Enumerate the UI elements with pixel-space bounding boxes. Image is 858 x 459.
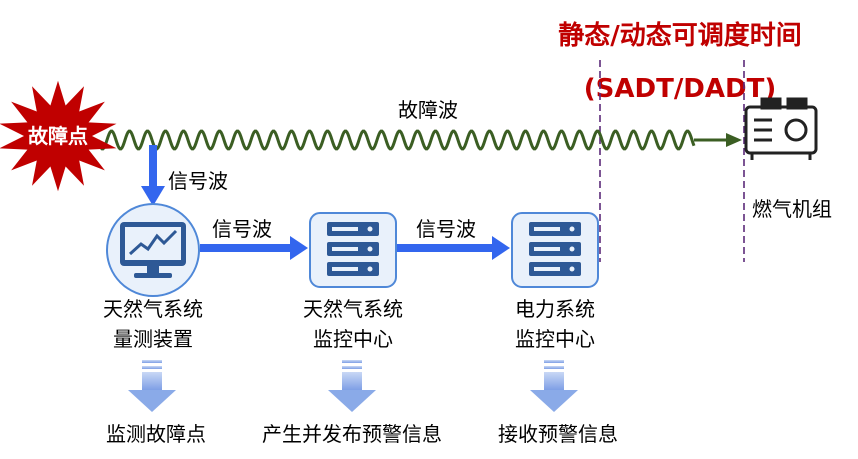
signal-arrow-right-2-head xyxy=(492,236,510,260)
action-label-3: 接收预警信息 xyxy=(498,422,618,446)
node-2-label-line1: 天然气系统 xyxy=(303,297,403,321)
action-label-2: 产生并发布预警信息 xyxy=(262,422,442,446)
fault-wave-line xyxy=(96,129,696,151)
fault-point-label: 故障点 xyxy=(28,124,88,148)
signal-arrow-down-head xyxy=(141,186,165,206)
down-arrow-2 xyxy=(328,360,376,412)
down-arrow-3 xyxy=(530,360,578,412)
fault-wave-arrowhead xyxy=(726,133,742,147)
sadt-title: 静态/动态可调度时间 xyxy=(558,20,802,51)
fault-point-star xyxy=(0,80,117,192)
node-1-label-line2: 量测装置 xyxy=(113,327,193,351)
signal-arrow-right-1-head xyxy=(290,236,308,260)
sadt-subtitle: (SADT/DADT) xyxy=(584,74,776,104)
server-icon xyxy=(529,222,581,276)
down-arrow-1 xyxy=(128,360,176,412)
action-label-1: 监测故障点 xyxy=(106,422,206,446)
node-3-label-line1: 电力系统 xyxy=(515,297,595,321)
signal-arrow-down-shaft xyxy=(149,145,157,189)
monitor-chart-icon xyxy=(120,222,186,278)
fault-wave-label: 故障波 xyxy=(398,98,458,122)
generator-label: 燃气机组 xyxy=(752,197,832,221)
server-icon xyxy=(327,222,379,276)
signal-wave-label-1: 信号波 xyxy=(168,169,228,193)
signal-arrow-right-1-shaft xyxy=(200,244,292,252)
generator-icon xyxy=(744,97,818,160)
node-3-label-line2: 监控中心 xyxy=(515,327,595,351)
signal-wave-label-2: 信号波 xyxy=(212,217,272,241)
node-2-label-line2: 监控中心 xyxy=(313,327,393,351)
node-1-label-line1: 天然气系统 xyxy=(103,297,203,321)
signal-wave-label-3: 信号波 xyxy=(416,217,476,241)
signal-arrow-right-2-shaft xyxy=(396,244,494,252)
